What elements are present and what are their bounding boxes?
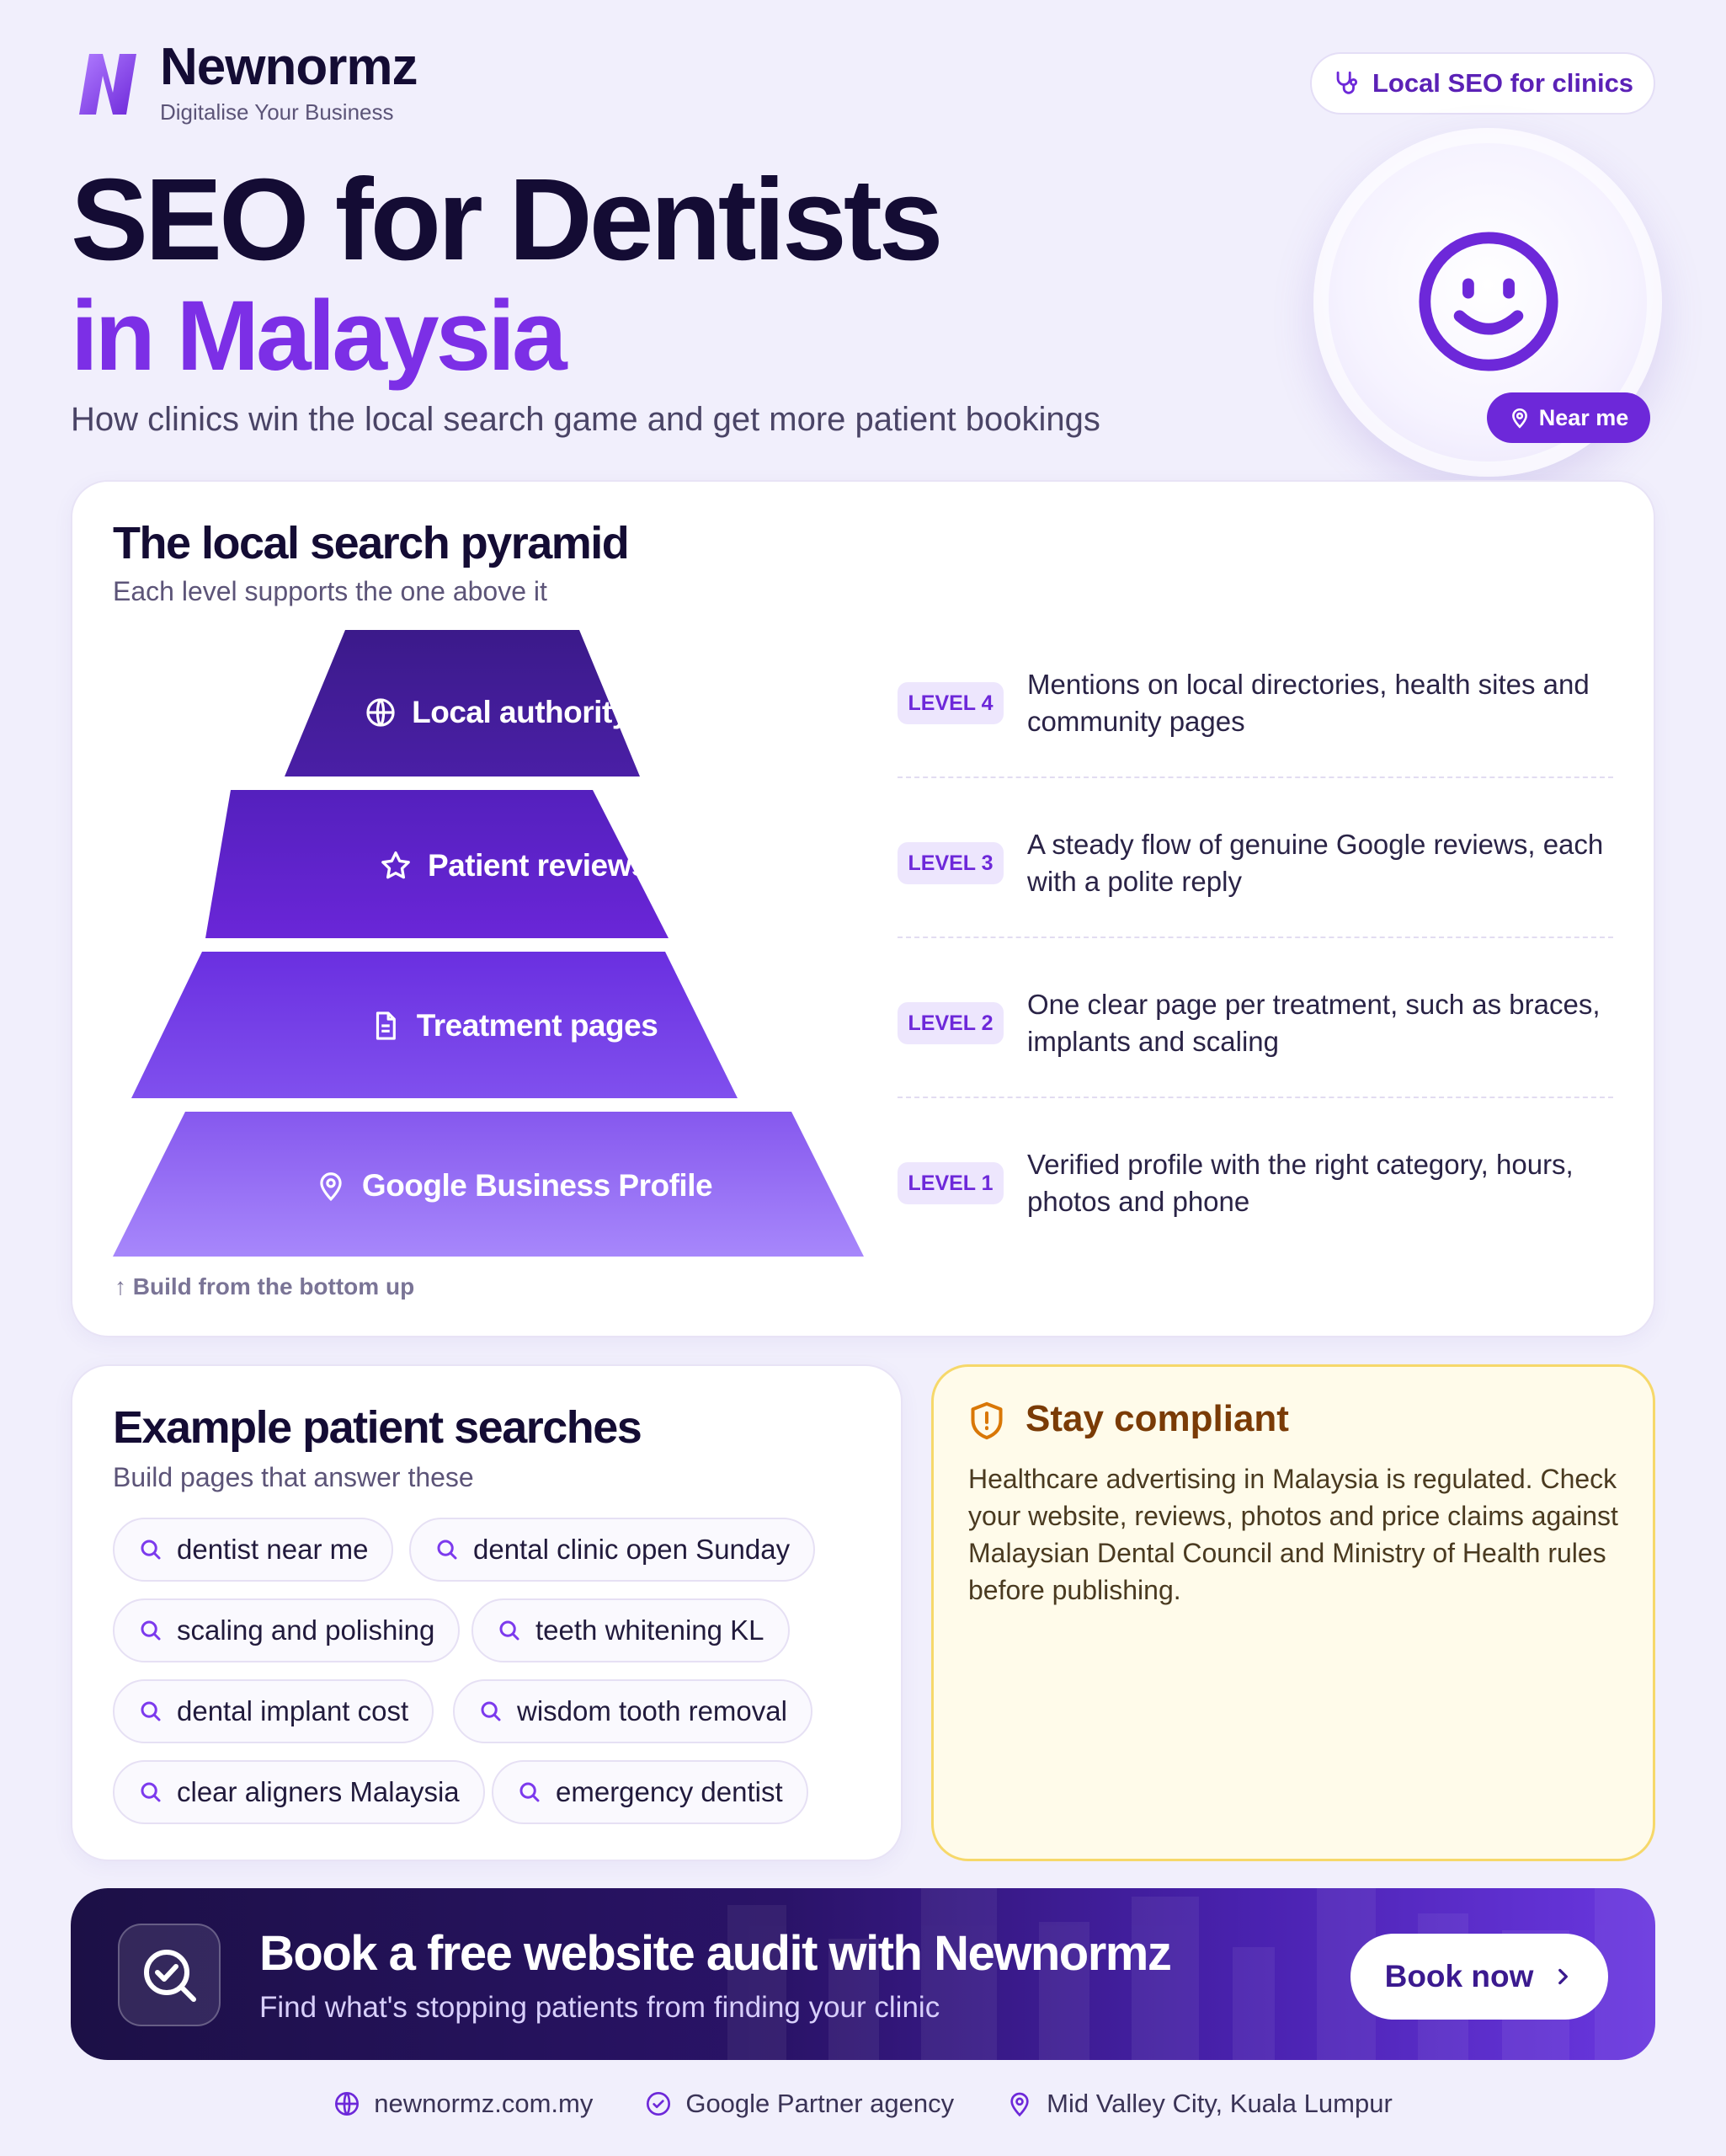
brand-name: Newnormz: [160, 38, 418, 96]
search-chip-label: wisdom tooth removal: [517, 1695, 787, 1726]
arrow-up-icon: ↑: [115, 1273, 133, 1299]
level-badge: LEVEL 1: [898, 1162, 1004, 1204]
pyramid-tier-1: [113, 1112, 864, 1257]
search-icon: [519, 1782, 540, 1802]
footer-website[interactable]: newnormz.com.my: [333, 2089, 593, 2119]
search-chip[interactable]: teeth whitening KL: [471, 1598, 790, 1662]
shield-warning-icon: [971, 1401, 1003, 1440]
pyramid-tier-4: [285, 630, 640, 776]
location-pin-icon: [320, 1172, 342, 1202]
tier-label-patient-reviews: Patient reviews: [261, 834, 766, 898]
search-chip[interactable]: clear aligners Malaysia: [113, 1760, 485, 1824]
tier-label-treatment-pages: Treatment pages: [253, 994, 775, 1058]
search-icon: [437, 1540, 457, 1560]
document-icon: [376, 1011, 396, 1040]
local-seo-pill-label: Local SEO for clinics: [1372, 68, 1634, 98]
search-icon: [499, 1620, 519, 1641]
location-pin-icon: [1010, 2092, 1029, 2117]
newnormz-logo: [79, 54, 136, 115]
compliance-text: Healthcare advertising in Malaysia is re…: [968, 1464, 1618, 1605]
footer-partner-text: Google Partner agency: [685, 2089, 955, 2118]
search-chip-label: dental implant cost: [177, 1695, 409, 1726]
near-me-badge: Near me: [1487, 392, 1650, 443]
tier-label-text: Treatment pages: [416, 1008, 658, 1043]
divider: [898, 937, 1613, 938]
stethoscope-icon: [1336, 71, 1357, 94]
level-description: Mentions on local directories, health si…: [1027, 669, 1590, 737]
star-icon: [381, 851, 410, 879]
smiley-face-icon: [1419, 232, 1558, 371]
search-chip-label: teeth whitening KL: [535, 1614, 764, 1646]
footer: newnormz.com.my Google Partner agency Mi…: [0, 2082, 1726, 2126]
footer-website-text: newnormz.com.my: [374, 2089, 594, 2118]
level-row-4: LEVEL 4 Mentions on local directories, h…: [898, 665, 1613, 741]
build-note: ↑ Build from the bottom up: [115, 1273, 414, 1300]
search-chip[interactable]: dental clinic open Sunday: [409, 1518, 816, 1582]
book-now-label: Book now: [1384, 1959, 1534, 1993]
level-description: A steady flow of genuine Google reviews,…: [1027, 829, 1604, 897]
level-description: Verified profile with the right category…: [1027, 1149, 1574, 1217]
location-pin-icon: [1511, 408, 1527, 429]
page-title: SEO for Dentists: [71, 155, 944, 285]
tier-label-google-business-profile: Google Business Profile: [210, 1154, 817, 1218]
tier-label-text: Patient reviews: [428, 848, 648, 883]
tier-label-text: Local authority: [412, 695, 629, 729]
level-row-2: LEVEL 2 One clear page per treatment, su…: [898, 985, 1613, 1061]
verified-badge-icon: [647, 2092, 671, 2116]
search-chip-label: scaling and polishing: [177, 1614, 435, 1646]
level-row-3: LEVEL 3 A steady flow of genuine Google …: [898, 825, 1613, 901]
searches-subtitle: Build pages that answer these: [113, 1462, 474, 1492]
pyramid-subtitle: Each level supports the one above it: [113, 576, 547, 606]
globe-icon: [366, 698, 395, 727]
search-icon: [141, 1701, 161, 1721]
near-me-label: Near me: [1538, 404, 1629, 430]
level-badge: LEVEL 4: [898, 682, 1004, 724]
build-note-text: Build from the bottom up: [132, 1273, 415, 1299]
audit-icon-box: [118, 1924, 221, 2026]
cta-title: Book a free website audit with Newnormz: [259, 1926, 1172, 1981]
pyramid-tier-3: [205, 790, 669, 938]
search-check-icon: [144, 1950, 196, 2002]
book-now-button[interactable]: Book now: [1350, 1934, 1608, 2020]
level-badge: LEVEL 2: [898, 1002, 1004, 1044]
compliance-card: [931, 1364, 1655, 1861]
pyramid-diagram: [113, 630, 864, 1257]
chevron-right-icon: [1558, 1968, 1569, 1985]
pyramid-tier-2: [131, 952, 738, 1098]
searches-title: Example patient searches: [113, 1402, 642, 1453]
search-icon: [141, 1782, 161, 1802]
cta-subtitle: Find what's stopping patients from findi…: [259, 1991, 940, 2024]
level-badge: LEVEL 3: [898, 842, 1004, 884]
search-chip-label: emergency dentist: [556, 1776, 783, 1807]
search-icon: [141, 1620, 161, 1641]
local-seo-pill: Local SEO for clinics: [1310, 52, 1655, 115]
search-icon: [481, 1701, 501, 1721]
level-description: One clear page per treatment, such as br…: [1027, 989, 1601, 1057]
search-chip[interactable]: emergency dentist: [492, 1760, 808, 1824]
search-chip-label: dentist near me: [177, 1534, 369, 1565]
tier-label-local-authority: Local authority: [320, 680, 674, 744]
brand-tagline: Digitalise Your Business: [160, 99, 394, 125]
search-chip[interactable]: wisdom tooth removal: [453, 1679, 812, 1743]
divider: [898, 776, 1613, 778]
divider: [898, 1097, 1613, 1098]
footer-partner: Google Partner agency: [645, 2089, 954, 2119]
page-title-accent: in Malaysia: [71, 280, 567, 392]
search-chip-label: dental clinic open Sunday: [473, 1534, 791, 1565]
footer-location: Mid Valley City, Kuala Lumpur: [1006, 2089, 1393, 2119]
tier-label-text: Google Business Profile: [361, 1168, 713, 1203]
search-chip[interactable]: dental implant cost: [113, 1679, 434, 1743]
compliance-title: Stay compliant: [1025, 1398, 1289, 1439]
pyramid-title: The local search pyramid: [113, 518, 630, 568]
level-row-1: LEVEL 1 Verified profile with the right …: [898, 1145, 1613, 1221]
globe-icon: [335, 2092, 360, 2116]
search-chip-label: clear aligners Malaysia: [177, 1776, 460, 1807]
page-subtitle: How clinics win the local search game an…: [71, 401, 1100, 438]
search-chip[interactable]: dentist near me: [113, 1518, 394, 1582]
search-icon: [141, 1540, 161, 1560]
search-chip[interactable]: scaling and polishing: [113, 1598, 461, 1662]
footer-location-text: Mid Valley City, Kuala Lumpur: [1047, 2089, 1393, 2118]
